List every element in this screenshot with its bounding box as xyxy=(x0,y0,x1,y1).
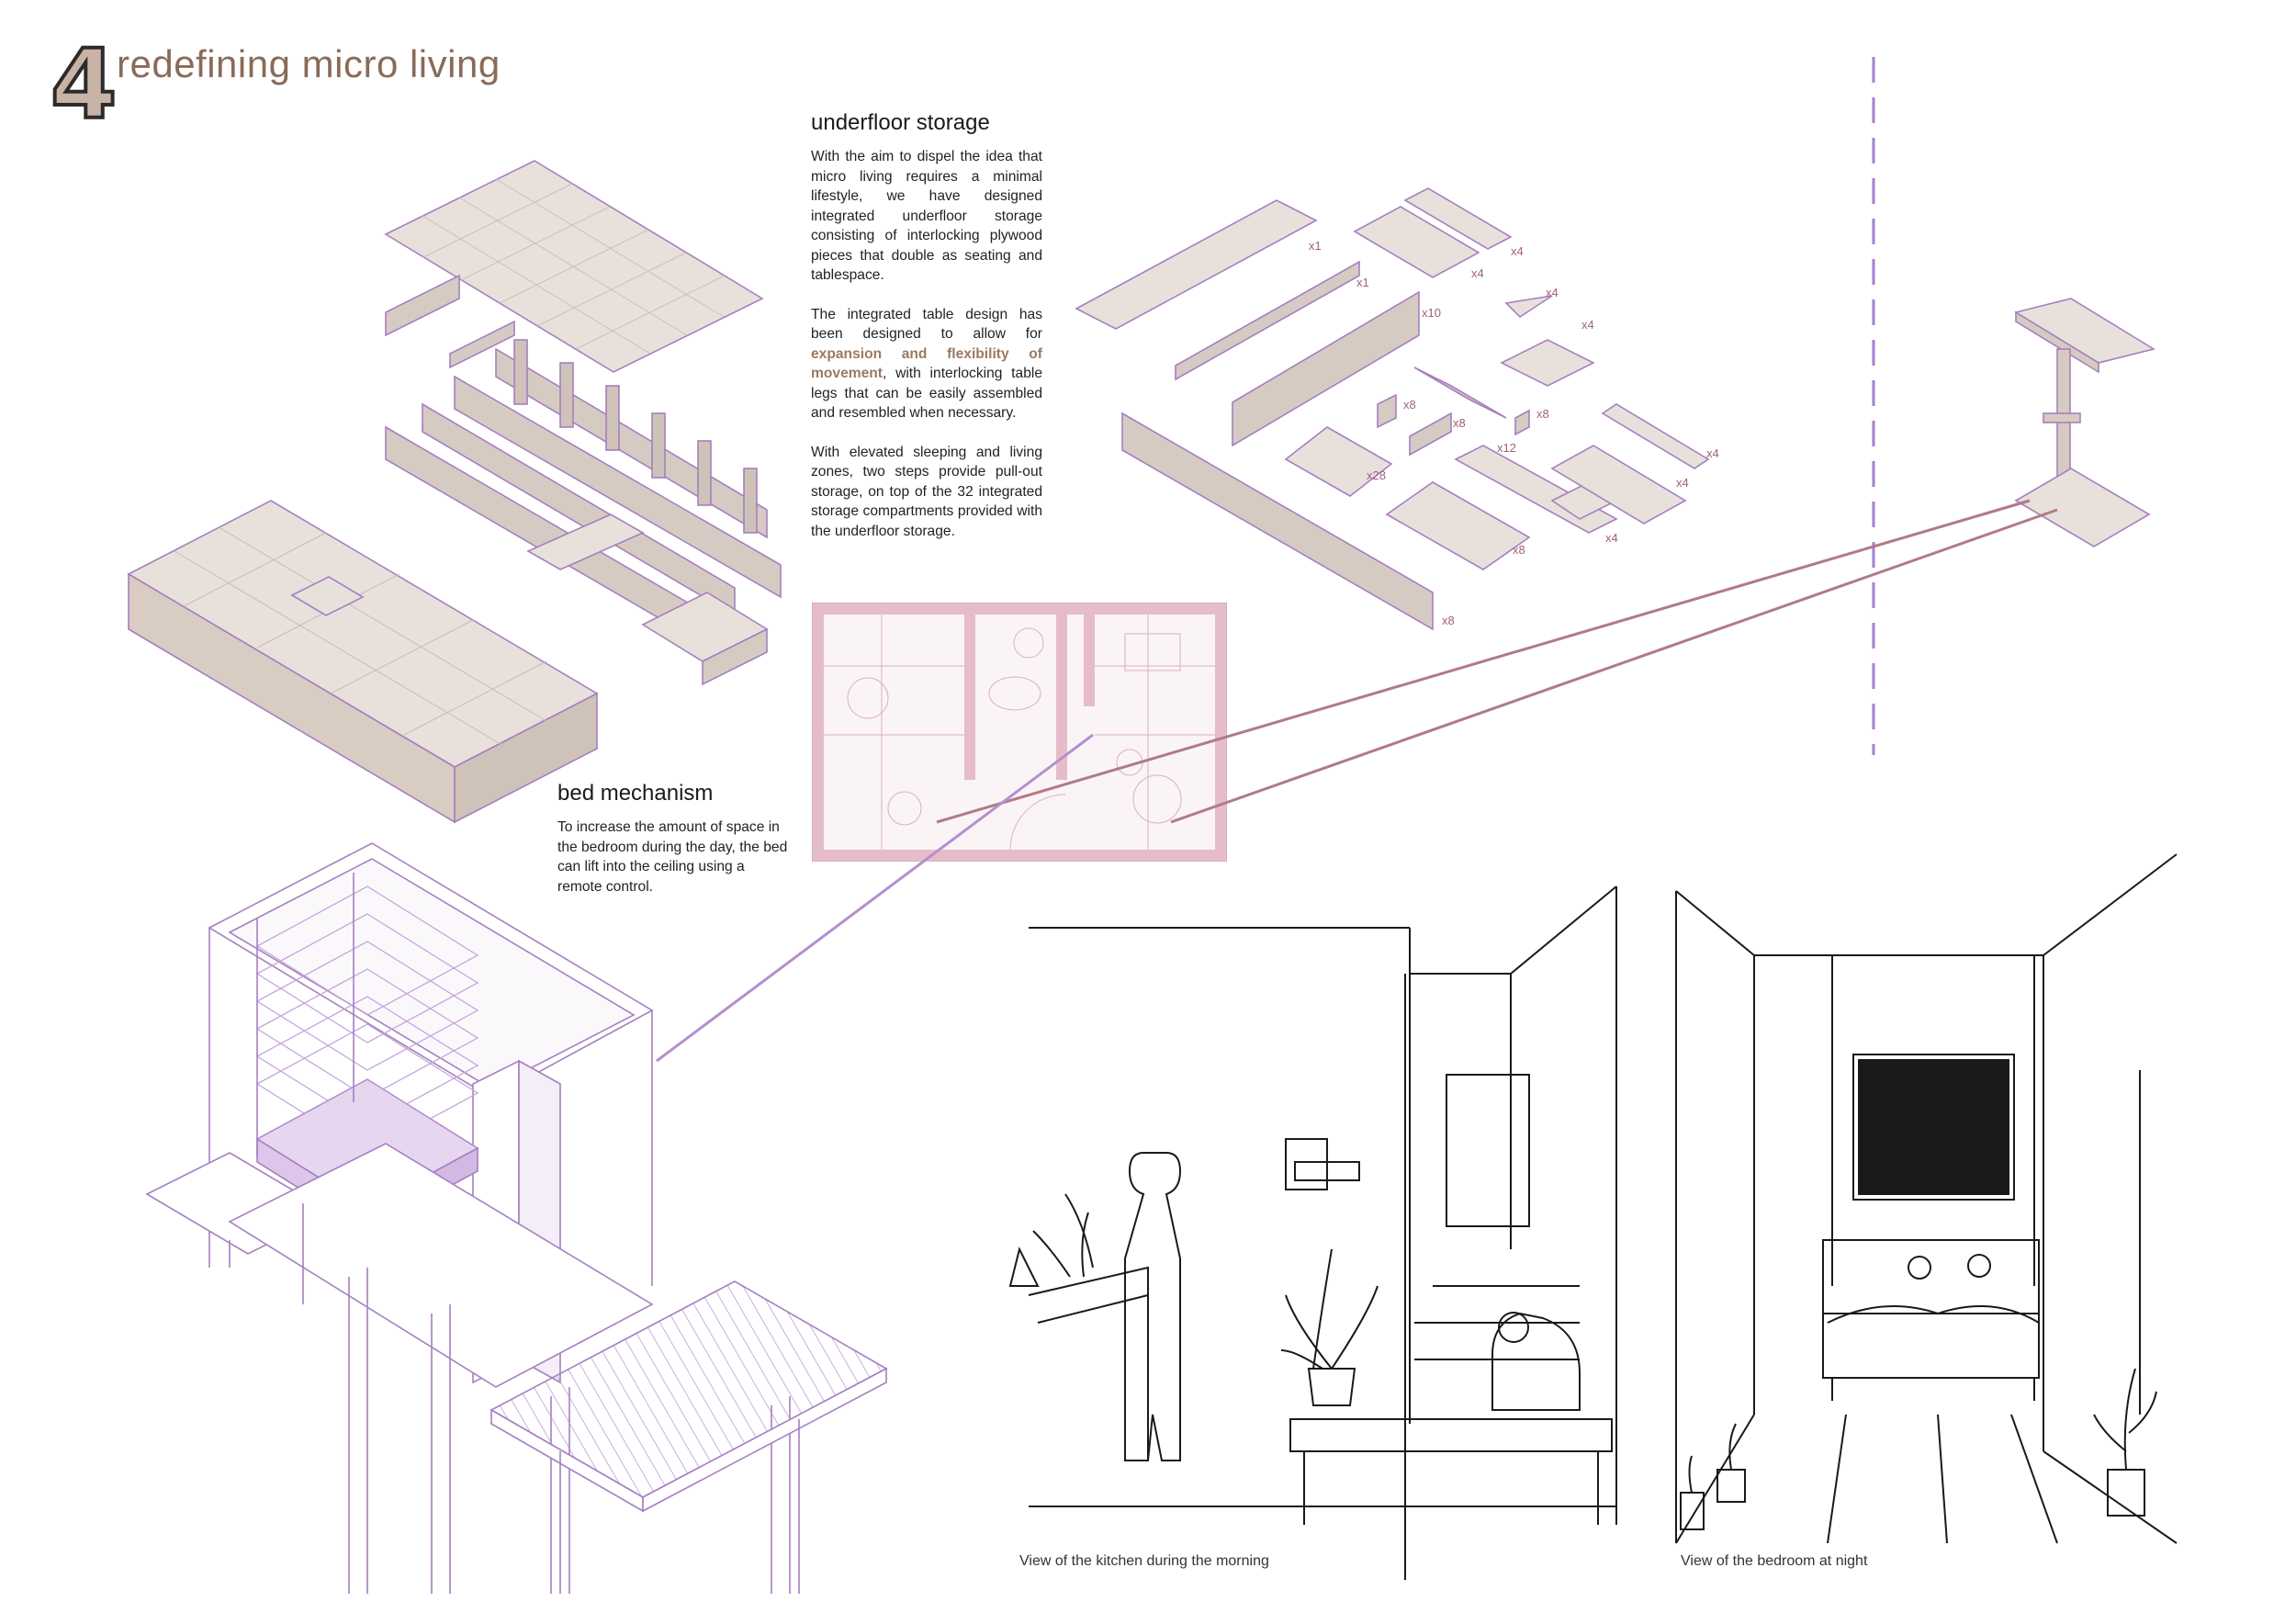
part-quantity-labels: x1 x1 x10 x4 x4 x4 x4 x8 x8 x8 x12 x28 x… xyxy=(1309,239,1719,627)
exploded-storage-axonometric xyxy=(384,160,782,686)
storage-paragraph-2: The integrated table design has been des… xyxy=(811,305,1042,423)
qty-label: x8 xyxy=(1442,614,1455,627)
qty-label: x28 xyxy=(1367,468,1386,482)
bed-mechanism-axonometric xyxy=(145,842,888,1594)
bed-leader-line xyxy=(656,733,1094,1063)
bed-mechanism-section: bed mechanism To increase the amount of … xyxy=(557,781,789,916)
qty-label: x4 xyxy=(1511,244,1524,258)
qty-label: x4 xyxy=(1471,266,1484,280)
floor-plan xyxy=(812,603,1227,862)
kitchen-perspective-drawing xyxy=(1008,885,1617,1580)
leader-lines xyxy=(936,499,2058,824)
qty-label: x8 xyxy=(1536,407,1549,421)
bed-mechanism-heading: bed mechanism xyxy=(557,781,714,806)
storage-highlight: expansion and flexibility of movement xyxy=(811,345,1042,382)
bedroom-view-caption: View of the bedroom at night xyxy=(1681,1553,1868,1569)
qty-label: x1 xyxy=(1309,239,1322,253)
storage-paragraph-2-start: The integrated table design has been des… xyxy=(811,306,1042,343)
underfloor-storage-section: underfloor storage With the aim to dispe… xyxy=(811,110,1042,560)
assembled-storage-block xyxy=(127,500,599,824)
qty-label: x4 xyxy=(1581,318,1594,332)
parts-layout xyxy=(1075,187,1710,631)
qty-label: x10 xyxy=(1422,306,1441,320)
bed-mechanism-text: To increase the amount of space in the b… xyxy=(557,819,788,895)
storage-paragraph-1: With the aim to dispel the idea that mic… xyxy=(811,149,1042,283)
bedroom-perspective-drawing xyxy=(1675,853,2178,1544)
qty-label: x4 xyxy=(1546,286,1559,299)
table-detail-axonometric xyxy=(2013,298,2156,547)
qty-label: x8 xyxy=(1453,416,1466,430)
page-title: redefining micro living xyxy=(117,42,501,85)
qty-label: x8 xyxy=(1513,543,1525,557)
qty-label: x4 xyxy=(1605,531,1618,545)
page-number: 4 xyxy=(49,28,118,141)
underfloor-storage-heading: underfloor storage xyxy=(811,110,990,135)
storage-paragraph-3: With elevated sleeping and living zones,… xyxy=(811,444,1042,539)
storage-paragraph-2-end: , with interlocking table legs that can … xyxy=(811,366,1042,421)
qty-label: x4 xyxy=(1706,446,1719,460)
qty-label: x1 xyxy=(1356,276,1369,289)
qty-label: x4 xyxy=(1676,476,1689,490)
qty-label: x12 xyxy=(1497,441,1516,455)
qty-label: x8 xyxy=(1403,398,1416,412)
kitchen-view-caption: View of the kitchen during the morning xyxy=(1019,1553,1269,1569)
